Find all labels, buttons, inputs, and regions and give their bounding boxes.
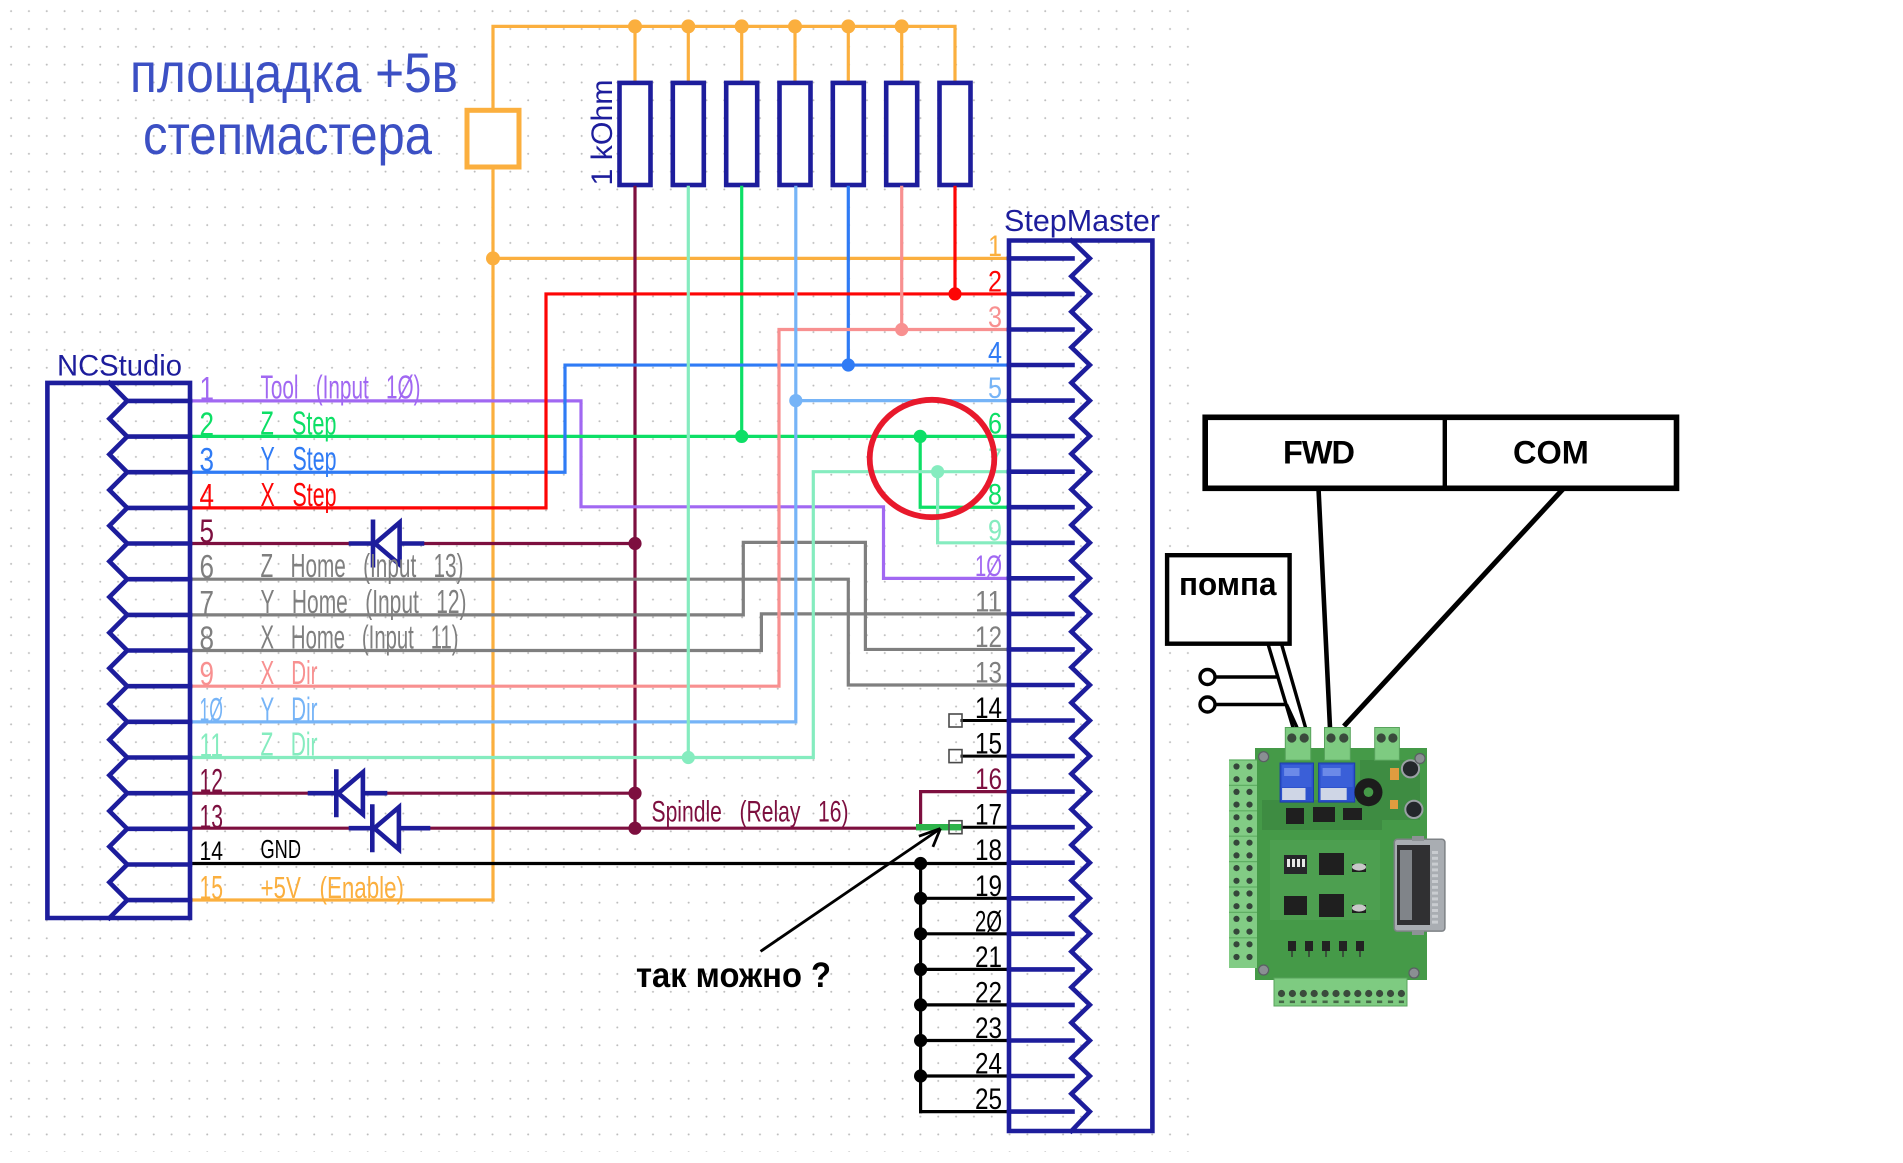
svg-text:24: 24 xyxy=(975,1048,1002,1081)
svg-text:18: 18 xyxy=(975,834,1002,867)
svg-text:11: 11 xyxy=(975,585,1002,618)
svg-text:1: 1 xyxy=(200,370,215,407)
svg-text:13: 13 xyxy=(200,798,224,835)
svg-text:6: 6 xyxy=(200,548,215,585)
svg-text:степмастера: степмастера xyxy=(143,103,433,166)
svg-text:Y Step: Y Step xyxy=(261,440,337,477)
svg-text:14: 14 xyxy=(200,836,224,866)
svg-text:2: 2 xyxy=(200,406,215,443)
svg-text:площадка +5в: площадка +5в xyxy=(130,41,458,104)
svg-text:13: 13 xyxy=(975,657,1002,690)
svg-text:11: 11 xyxy=(200,727,224,764)
svg-text:X Dir: X Dir xyxy=(261,654,318,691)
svg-text:1: 1 xyxy=(988,230,1002,263)
svg-text:X Step: X Step xyxy=(261,476,337,513)
svg-text:4: 4 xyxy=(988,337,1002,370)
svg-text:так можно ?: так можно ? xyxy=(636,956,831,995)
svg-text:5: 5 xyxy=(988,372,1002,405)
svg-text:Z Dir: Z Dir xyxy=(261,726,318,763)
svg-text:4: 4 xyxy=(200,477,215,514)
svg-text:помпа: помпа xyxy=(1179,566,1277,602)
svg-text:23: 23 xyxy=(975,1012,1002,1045)
svg-text:7: 7 xyxy=(200,584,215,621)
svg-text:+5V (Enable): +5V (Enable) xyxy=(261,870,405,905)
svg-text:5: 5 xyxy=(200,513,215,550)
svg-text:X Home (Input 11): X Home (Input 11) xyxy=(261,619,459,656)
svg-text:19: 19 xyxy=(975,870,1002,903)
svg-text:1Ø: 1Ø xyxy=(200,691,224,728)
svg-text:StepMaster: StepMaster xyxy=(1004,204,1160,238)
svg-text:9: 9 xyxy=(988,514,1002,547)
svg-text:3: 3 xyxy=(988,301,1002,334)
svg-text:12: 12 xyxy=(200,762,224,799)
svg-text:14: 14 xyxy=(975,692,1002,725)
svg-text:6: 6 xyxy=(988,408,1002,441)
svg-text:Y Home (Input 12): Y Home (Input 12) xyxy=(261,583,467,620)
svg-text:Y Dir: Y Dir xyxy=(261,690,318,727)
svg-text:2Ø: 2Ø xyxy=(975,905,1002,938)
svg-text:Spindle (Relay 16): Spindle (Relay 16) xyxy=(652,796,849,829)
svg-text:9: 9 xyxy=(200,655,215,692)
svg-text:8: 8 xyxy=(988,479,1002,512)
svg-text:21: 21 xyxy=(975,941,1002,974)
svg-text:25: 25 xyxy=(975,1083,1002,1116)
svg-text:15: 15 xyxy=(200,869,224,906)
svg-text:Tool (Input 1Ø): Tool (Input 1Ø) xyxy=(261,368,421,405)
svg-text:GND: GND xyxy=(261,834,302,864)
svg-text:FWD: FWD xyxy=(1283,435,1355,471)
svg-text:17: 17 xyxy=(975,799,1002,832)
svg-text:3: 3 xyxy=(200,441,215,478)
svg-text:NCStudio: NCStudio xyxy=(57,350,182,383)
svg-text:1Ø: 1Ø xyxy=(975,550,1002,583)
svg-text:1 kOhm: 1 kOhm xyxy=(586,80,619,186)
svg-text:12: 12 xyxy=(975,621,1002,654)
svg-text:15: 15 xyxy=(975,728,1002,761)
svg-text:COM: COM xyxy=(1513,435,1589,471)
svg-text:Z Step: Z Step xyxy=(261,405,337,442)
svg-text:16: 16 xyxy=(975,763,1002,796)
svg-text:8: 8 xyxy=(200,620,215,657)
svg-text:22: 22 xyxy=(975,976,1002,1009)
svg-text:2: 2 xyxy=(988,265,1002,298)
svg-text:Z Home (Input 13): Z Home (Input 13) xyxy=(261,547,464,584)
